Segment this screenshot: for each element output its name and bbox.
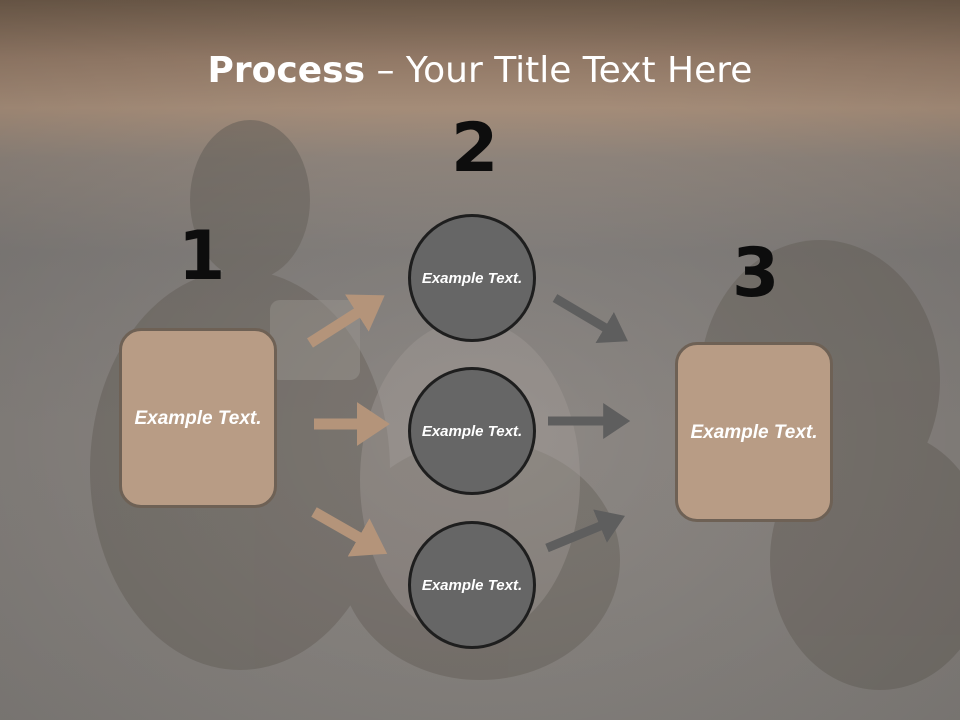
slide-title: Process – Your Title Text Here xyxy=(0,50,960,91)
arrow-top-to-3 xyxy=(552,294,628,343)
step-3-text: Example Text. xyxy=(690,421,818,443)
circle-middle-text: Example Text. xyxy=(421,422,523,440)
step-3-box: Example Text. xyxy=(675,342,833,522)
step-number-1: 1 xyxy=(178,217,226,296)
step-number-3: 3 xyxy=(732,234,780,313)
step-2-circle-bottom: Example Text. xyxy=(408,521,536,649)
circle-top-text: Example Text. xyxy=(421,269,523,287)
arrow-1-to-bottom xyxy=(311,507,388,557)
title-rest: – Your Title Text Here xyxy=(365,50,753,91)
step-1-text: Example Text. xyxy=(134,407,262,429)
title-bold: Process xyxy=(207,50,366,91)
arrow-bottom-to-3 xyxy=(545,509,625,553)
step-2-circle-top: Example Text. xyxy=(408,214,536,342)
circle-bottom-text: Example Text. xyxy=(421,576,523,594)
step-2-circle-middle: Example Text. xyxy=(408,367,536,495)
step-number-2: 2 xyxy=(451,109,499,188)
step-1-box: Example Text. xyxy=(119,328,277,508)
arrow-1-to-top xyxy=(307,294,385,348)
